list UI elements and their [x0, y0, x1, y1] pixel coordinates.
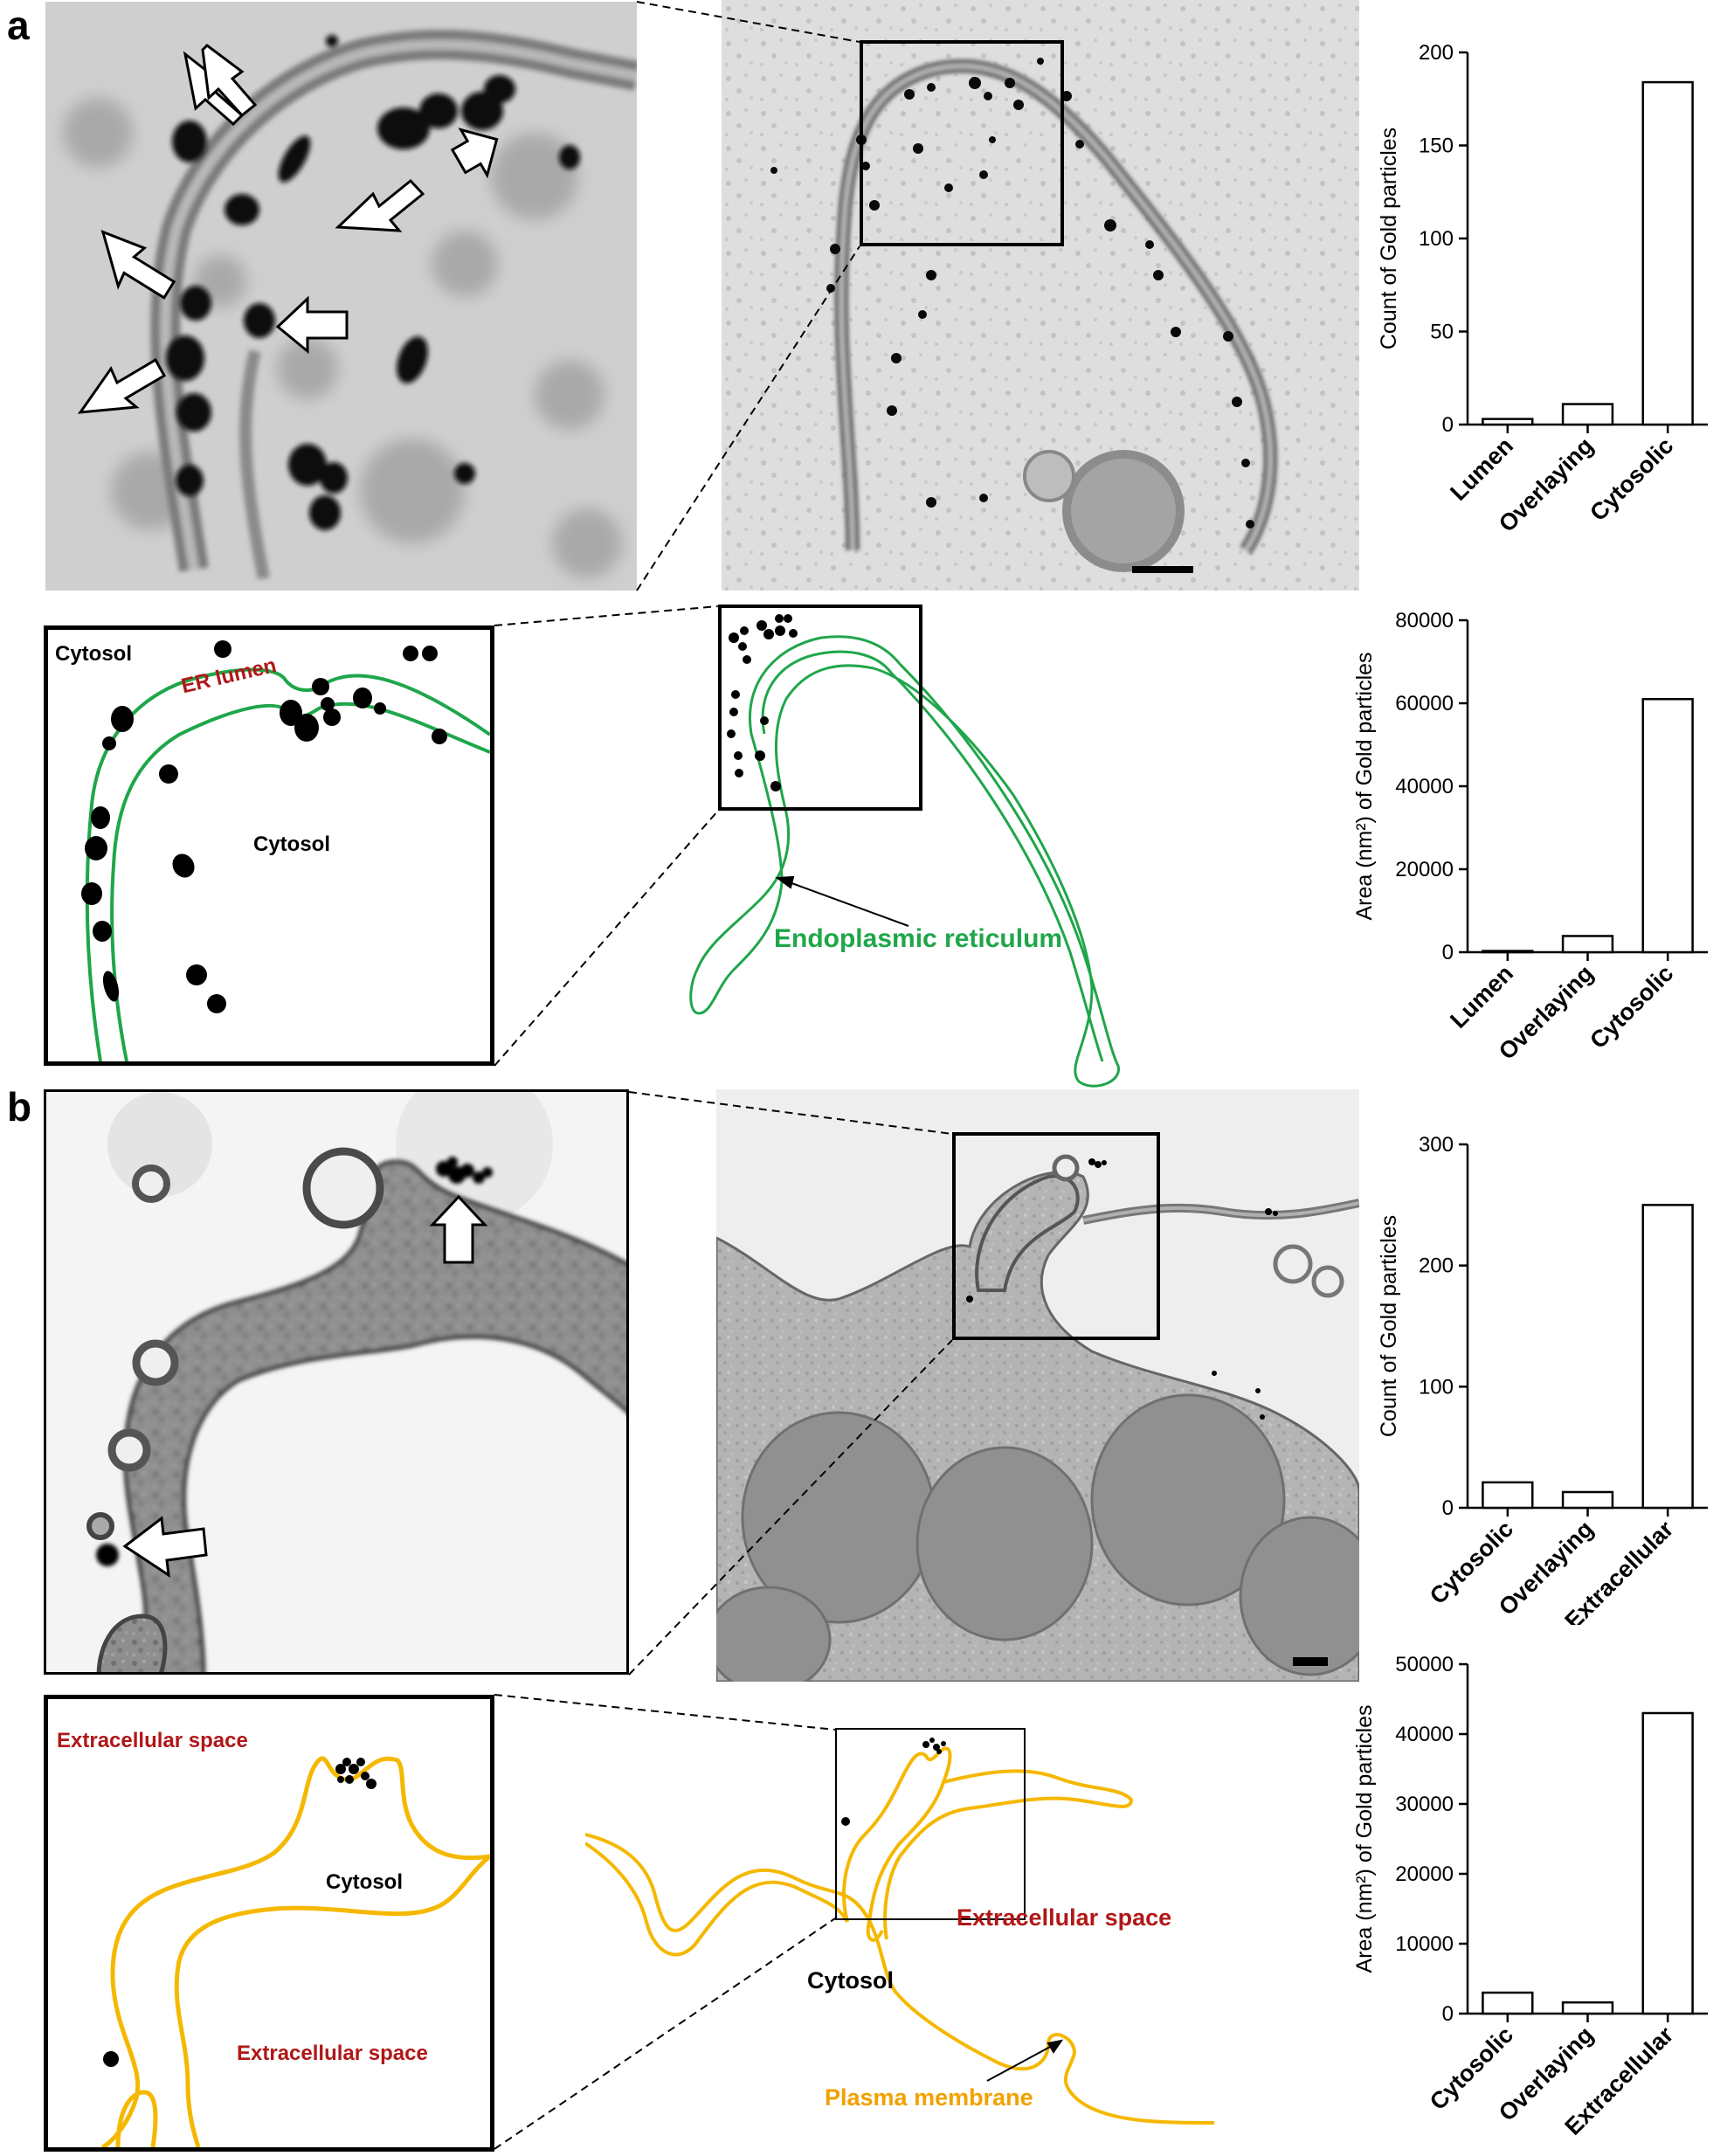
- x-tick-label: Lumen: [1445, 432, 1518, 506]
- y-axis-label: Count of Gold particles: [1377, 1215, 1401, 1437]
- bar: [1482, 418, 1534, 426]
- y-tick-label: 40000: [1395, 1723, 1454, 1746]
- label-extracellular-top: Extracellular space: [57, 1729, 248, 1752]
- y-axis-label: Area (nm²) of Gold particles: [1352, 652, 1377, 920]
- bar: [1641, 80, 1694, 426]
- label-cytosol-main-b: Cytosol: [807, 1967, 895, 1994]
- chart-svg-b-area: 01000020000300004000050000CytosolicOverl…: [1352, 1653, 1708, 2140]
- bar: [1561, 403, 1614, 426]
- y-tick-label: 0: [1442, 2002, 1454, 2026]
- panel-letter-a: a: [7, 3, 30, 48]
- y-tick-label: 80000: [1395, 609, 1454, 632]
- label-cytosol-top: Cytosol: [55, 642, 133, 666]
- x-tick-label: Cytosolic: [1585, 432, 1678, 526]
- y-tick-label: 60000: [1395, 692, 1454, 715]
- label-plasma-membrane: Plasma membrane: [825, 2084, 1033, 2111]
- chart-svg-a-count: 050100150200LumenOverlayingCytosolicCoun…: [1377, 41, 1708, 537]
- y-tick-label: 0: [1442, 413, 1454, 437]
- label-endoplasmic-reticulum: Endoplasmic reticulum: [774, 924, 1063, 953]
- y-tick-label: 40000: [1395, 775, 1454, 798]
- y-tick-label: 20000: [1395, 1862, 1454, 1886]
- schematic-inset-b: Extracellular space Cytosol Extracellula…: [44, 1695, 494, 2152]
- x-tick-label: Lumen: [1445, 960, 1518, 1033]
- scale-bar: [1132, 566, 1193, 573]
- y-tick-label: 100: [1419, 227, 1454, 251]
- label-cytosol-center: Cytosol: [253, 833, 331, 856]
- y-tick-label: 20000: [1395, 858, 1454, 881]
- em-zoom-image-a: [45, 2, 637, 591]
- zoom-region-frame-b: [952, 1132, 1160, 1340]
- y-tick-label: 50: [1430, 321, 1454, 344]
- y-tick-label: 10000: [1395, 1932, 1454, 1956]
- chart-svg-b-count: 0100200300CytosolicOverlayingExtracellul…: [1377, 1133, 1708, 1634]
- bar: [1641, 1204, 1694, 1510]
- label-extracellular-bottom: Extracellular space: [237, 2042, 428, 2065]
- y-tick-label: 200: [1419, 1254, 1454, 1278]
- bar: [1561, 2001, 1614, 2015]
- scale-bar: [1293, 1657, 1328, 1666]
- label-cytosol-inset-b: Cytosol: [326, 1870, 404, 1894]
- panel-letter-b: b: [7, 1084, 32, 1130]
- schematic-inset-a: Cytosol ER lumen Cytosol: [44, 625, 494, 1066]
- y-tick-label: 0: [1442, 1496, 1454, 1520]
- bar: [1482, 1481, 1534, 1510]
- y-axis-label: Area (nm²) of Gold particles: [1352, 1704, 1377, 1973]
- bar: [1482, 950, 1534, 954]
- chart-svg-a-area: 020000400006000080000LumenOverlayingCyto…: [1352, 609, 1708, 1065]
- bar: [1641, 1711, 1694, 2015]
- bar: [1561, 935, 1614, 954]
- label-extracellular-right: Extracellular space: [957, 1904, 1172, 1931]
- y-tick-label: 300: [1419, 1133, 1454, 1157]
- y-axis-label: Count of Gold particles: [1377, 128, 1401, 349]
- zoom-region-frame-a: [860, 40, 1064, 246]
- bar: [1482, 1991, 1534, 2015]
- zoom-region-frame-a-schematic: [718, 605, 922, 811]
- y-tick-label: 30000: [1395, 1793, 1454, 1816]
- y-tick-label: 200: [1419, 41, 1454, 65]
- y-tick-label: 150: [1419, 135, 1454, 158]
- x-tick-label: Cytosolic: [1585, 960, 1678, 1054]
- bar: [1641, 698, 1694, 954]
- y-tick-label: 50000: [1395, 1653, 1454, 1676]
- y-tick-label: 100: [1419, 1375, 1454, 1399]
- y-tick-label: 0: [1442, 941, 1454, 964]
- em-zoom-image-b: [44, 1089, 629, 1675]
- zoom-region-frame-b-schematic: [835, 1728, 1026, 1920]
- bar: [1561, 1490, 1614, 1510]
